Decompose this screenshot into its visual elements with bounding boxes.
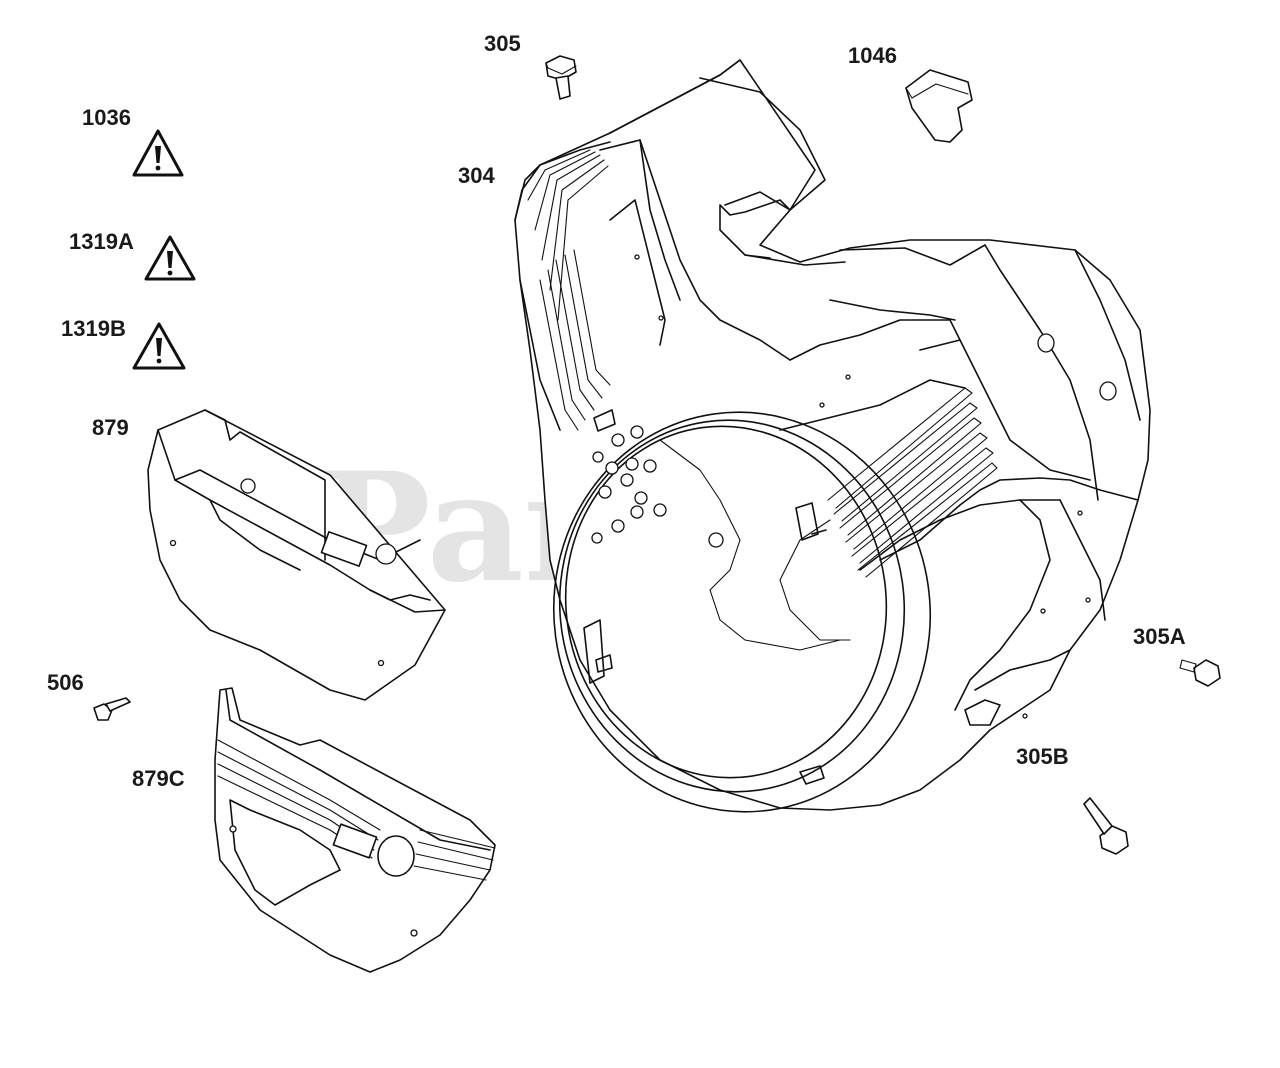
- seal-1046[interactable]: [905, 69, 973, 143]
- cover-879c[interactable]: [214, 687, 496, 973]
- callout-304[interactable]: 304: [458, 163, 495, 188]
- warning-decal-1036[interactable]: [132, 129, 184, 177]
- screw-305[interactable]: [545, 55, 577, 100]
- callout-879[interactable]: 879: [92, 415, 129, 440]
- blower-housing-304[interactable]: [514, 59, 1151, 836]
- callout-1036[interactable]: 1036: [82, 105, 131, 130]
- housing-grill-holes: [591, 425, 667, 544]
- callout-879c[interactable]: 879C: [132, 766, 185, 791]
- callout-305a[interactable]: 305A: [1133, 624, 1186, 649]
- callout-1319b[interactable]: 1319B: [61, 316, 126, 341]
- housing-cooling-fins-left: [514, 141, 611, 431]
- housing-mounting-bosses: [583, 409, 827, 785]
- warning-decal-1319a[interactable]: [144, 235, 196, 281]
- callout-506[interactable]: 506: [47, 670, 84, 695]
- cover-879[interactable]: [147, 409, 446, 701]
- screw-305b[interactable]: [1083, 797, 1129, 855]
- callout-305b[interactable]: 305B: [1016, 744, 1069, 769]
- warning-decal-1319b[interactable]: [132, 322, 186, 370]
- screw-305a[interactable]: [1179, 659, 1221, 687]
- callout-1046[interactable]: 1046: [848, 43, 897, 68]
- callout-labels: 305 1046 1036 304 1319A 1319B 879 305A 5…: [47, 31, 1186, 791]
- callout-1319a[interactable]: 1319A: [69, 229, 134, 254]
- callout-305[interactable]: 305: [484, 31, 521, 56]
- screw-506[interactable]: [93, 697, 131, 721]
